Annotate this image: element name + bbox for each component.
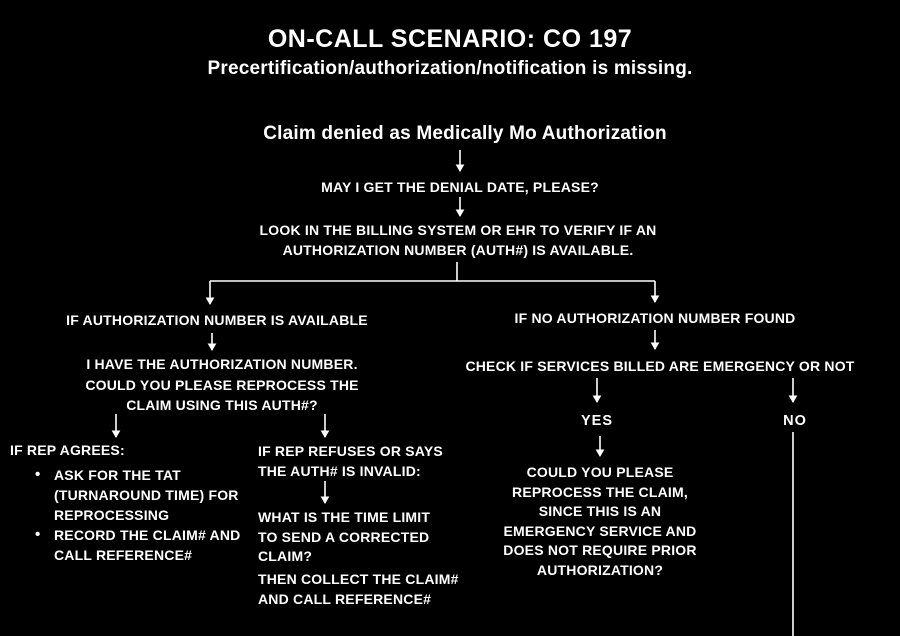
- page-subtitle: Precertification/authorization/notificat…: [207, 58, 693, 79]
- branch-label-yes: YES: [580, 413, 613, 429]
- node-denial-date-question: MAY I GET THE DENIAL DATE, PLEASE?: [321, 179, 599, 195]
- text-line: CLAIM USING THIS AUTH#?: [126, 397, 318, 413]
- text-line: SINCE THIS IS AN: [538, 503, 662, 520]
- node-claim-denied: Claim denied as Medically Mo Authorizati…: [263, 123, 667, 144]
- text-line: COULD YOU PLEASE REPROCESS THE: [85, 376, 359, 393]
- node-collect-claim-reference: THEN COLLECT THE CLAIM# AND CALL REFEREN…: [258, 570, 498, 609]
- node-auth-available-label: IF AUTHORIZATION NUMBER IS AVAILABLE: [66, 312, 368, 328]
- text-line: AUTHORIZATION?: [536, 561, 664, 578]
- node-if-rep-refuses: IF REP REFUSES OR SAYS THE AUTH# IS INVA…: [258, 441, 478, 481]
- node-emergency-reprocess-request: COULD YOU PLEASE REPROCESS THE CLAIM, SI…: [485, 463, 715, 581]
- node-no-auth-found-label: IF NO AUTHORIZATION NUMBER FOUND: [514, 310, 796, 326]
- if-rep-agrees-label: IF REP AGREES:: [10, 442, 125, 458]
- text-line: WHAT IS THE TIME LIMIT: [258, 509, 431, 525]
- node-look-in-billing-system: LOOK IN THE BILLING SYSTEM OR EHR TO VER…: [198, 220, 718, 260]
- branch-label-no: NO: [783, 413, 807, 429]
- list-item: ASK FOR THE TAT (TURNAROUND TIME) FOR RE…: [28, 465, 254, 525]
- text-line: LOOK IN THE BILLING SYSTEM OR EHR TO VER…: [259, 222, 657, 238]
- page-title: ON-CALL SCENARIO: CO 197: [267, 25, 633, 53]
- text-line: DOES NOT REQUIRE PRIOR: [503, 542, 697, 559]
- text-line: AND CALL REFERENCE#: [258, 590, 432, 607]
- text-line: I HAVE THE AUTHORIZATION NUMBER.: [86, 356, 358, 372]
- node-reprocess-request: I HAVE THE AUTHORIZATION NUMBER. COULD Y…: [32, 354, 412, 416]
- text-line: COULD YOU PLEASE: [526, 464, 674, 480]
- node-if-rep-agrees: IF REP AGREES: ASK FOR THE TAT (TURNAROU…: [10, 440, 260, 565]
- text-line: TO SEND A CORRECTED: [258, 528, 430, 545]
- list-item: RECORD THE CLAIM# AND CALL REFERENCE#: [28, 525, 254, 565]
- text-line: REPROCESS THE CLAIM,: [512, 483, 688, 500]
- text-line: AUTHORIZATION NUMBER (AUTH#) IS AVAILABL…: [282, 242, 634, 258]
- text-line: IF REP REFUSES OR SAYS: [258, 443, 443, 459]
- node-check-emergency: CHECK IF SERVICES BILLED ARE EMERGENCY O…: [465, 358, 855, 374]
- text-line: THEN COLLECT THE CLAIM#: [258, 571, 459, 587]
- rep-agrees-bullet-list: ASK FOR THE TAT (TURNAROUND TIME) FOR RE…: [28, 465, 260, 565]
- text-line: EMERGENCY SERVICE AND: [503, 522, 697, 539]
- text-line: THE AUTH# IS INVALID:: [258, 463, 421, 479]
- text-line: CLAIM?: [258, 548, 313, 564]
- node-time-limit-question: WHAT IS THE TIME LIMIT TO SEND A CORRECT…: [258, 508, 478, 567]
